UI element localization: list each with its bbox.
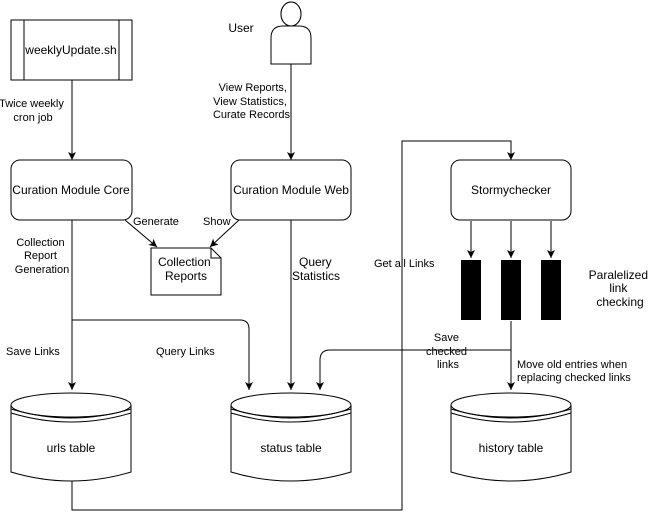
user-actor — [270, 1, 312, 65]
collection-reports-note: Collection Reports — [150, 247, 222, 296]
edge-core-to-status — [72, 319, 253, 390]
query-statistics-label: Query Statistics — [292, 255, 340, 283]
user-label: User — [228, 21, 253, 35]
edge-workers-to-status — [316, 349, 511, 390]
status-table-label: status table — [260, 441, 322, 455]
move-old-entries-label: Move old entries when replacing checked … — [517, 359, 631, 384]
get-all-links-label: Get all Links — [374, 258, 435, 270]
twice-weekly-label: Twice weekly cron job — [0, 98, 67, 124]
curation-module-core-box: Curation Module Core — [10, 159, 133, 221]
save-checked-links-label: Save checked links — [426, 332, 470, 371]
show-label: Show — [203, 216, 231, 228]
curation-module-core-label: Curation Module Core — [12, 183, 130, 197]
weekly-update-script-label: weeklyUpdate.sh — [24, 43, 116, 57]
collection-report-generation-label: Collection Report Generation — [15, 237, 69, 276]
collection-reports-label-line2: Reports — [165, 269, 207, 283]
user-actions-label: View Reports, View Statistics, Curate Re… — [213, 82, 291, 121]
stormychecker-label: Stormychecker — [471, 183, 551, 197]
checker-worker-1 — [461, 260, 481, 320]
curation-module-web-label: Curation Module Web — [233, 183, 349, 197]
urls-table-label: urls table — [47, 441, 96, 455]
weekly-update-script-box: weeklyUpdate.sh — [10, 19, 133, 81]
urls-table-cylinder: urls table — [10, 392, 132, 482]
checker-worker-2 — [501, 260, 521, 320]
query-links-label: Query Links — [156, 346, 215, 358]
history-table-cylinder: history table — [450, 392, 572, 482]
save-links-label: Save Links — [6, 346, 60, 358]
stormychecker-box: Stormychecker — [450, 159, 572, 221]
history-table-label: history table — [479, 441, 544, 455]
status-table-cylinder: status table — [230, 392, 352, 482]
collection-reports-label-line1: Collection — [158, 255, 211, 269]
edge-urls-to-stormychecker — [71, 140, 515, 511]
svg-text:Collection Reports: Collection Reports — [158, 255, 214, 283]
edge-core-to-reports — [124, 219, 158, 248]
edge-web-to-reports — [209, 219, 240, 248]
generate-label: Generate — [133, 216, 179, 228]
curation-module-web-box: Curation Module Web — [230, 159, 352, 221]
parallel-checking-label: Paralelized link checking — [589, 268, 651, 309]
checker-worker-3 — [541, 260, 561, 320]
